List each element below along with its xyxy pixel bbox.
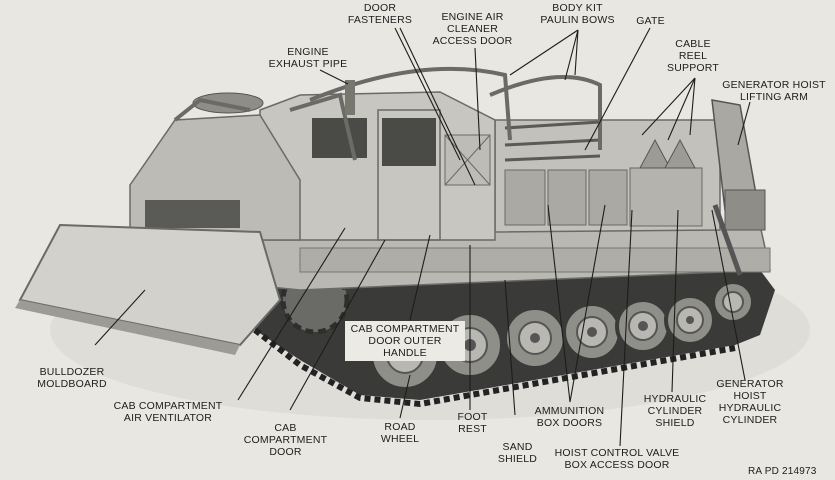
label-hoist-control-valve: HOIST CONTROL VALVE BOX ACCESS DOOR <box>554 447 680 471</box>
cab-window-2 <box>382 118 436 166</box>
moldboard-edge <box>15 300 240 355</box>
label-sand-shield: SAND SHIELD <box>497 441 538 465</box>
leader-lines <box>94 27 751 447</box>
cable-reel-support-2 <box>664 138 696 169</box>
label-cab-air-ventilator: CAB COMPARTMENT AIR VENTILATOR <box>113 400 223 424</box>
label-cable-reel-support: CABLE REEL SUPPORT <box>667 38 719 74</box>
cab-window-1 <box>312 118 367 158</box>
label-door-fasteners: DOOR FASTENERS <box>347 2 413 26</box>
label-foot-rest: FOOT REST <box>457 411 488 435</box>
label-engine-exhaust-pipe: ENGINE EXHAUST PIPE <box>268 46 348 70</box>
ammunition-boxes <box>504 167 703 227</box>
label-bulldozer-moldboard: BULLDOZER MOLDBOARD <box>37 366 107 390</box>
engine-grille <box>145 200 240 228</box>
cab-door <box>377 109 441 241</box>
label-generator-hoist-hydraulic-cylinder: GENERATOR HOIST HYDRAULIC CYLINDER <box>716 378 784 426</box>
label-hydraulic-cylinder-shield: HYDRAULIC CYLINDER SHIELD <box>643 393 707 429</box>
label-body-kit-paulin-bows: BODY KIT PAULIN BOWS <box>540 2 615 26</box>
label-engine-air-cleaner: ENGINE AIR CLEANER ACCESS DOOR <box>432 11 513 47</box>
cable-reel-support <box>639 138 671 169</box>
label-gate: GATE <box>636 15 665 27</box>
exhaust-pipe <box>345 80 355 115</box>
gate <box>504 120 601 162</box>
generator-hoist <box>711 99 766 276</box>
label-cab-door-outer-handle: CAB COMPARTMENT DOOR OUTER HANDLE <box>345 321 465 361</box>
engine-hatch <box>192 92 264 114</box>
label-cab-compartment-door: CAB COMPARTMENT DOOR <box>243 422 328 458</box>
label-generator-hoist-lifting-arm: GENERATOR HOIST LIFTING ARM <box>722 79 826 103</box>
sand-shield <box>299 247 771 273</box>
bulldozer-moldboard <box>18 223 282 347</box>
label-ammunition-box-doors: AMMUNITION BOX DOORS <box>534 405 605 429</box>
label-road-wheel: ROAD WHEEL <box>380 421 420 445</box>
reference-number: RA PD 214973 <box>748 466 817 477</box>
